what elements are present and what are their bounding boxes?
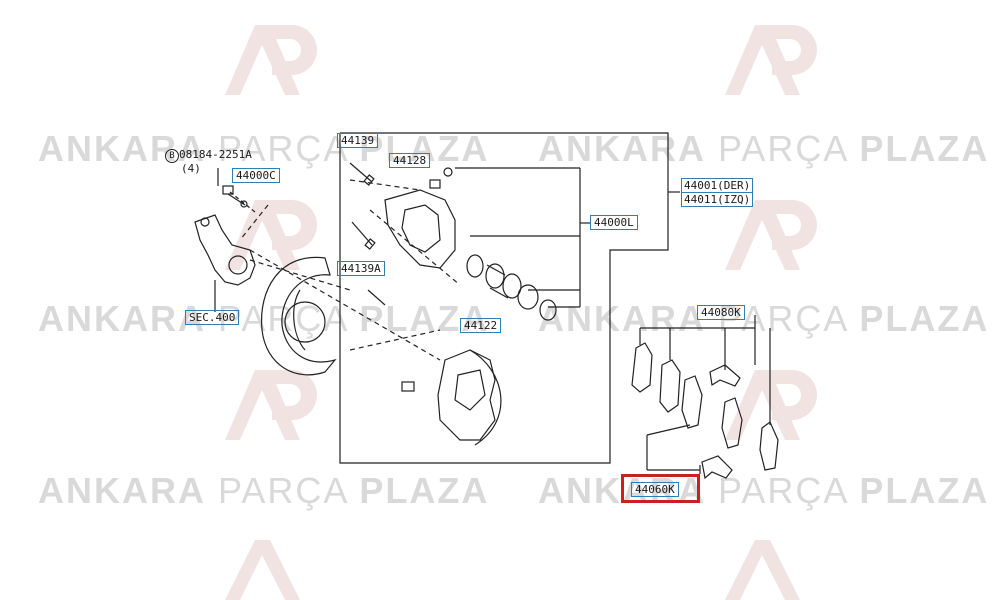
label-44011: 44011(IZQ): [680, 192, 754, 207]
watermark-text: ANKARA PARÇA PLAZA: [538, 128, 990, 169]
label-bolt-qty: (4): [181, 162, 201, 175]
label-sec400: SEC.400: [185, 310, 240, 325]
dust-shield-icon: [260, 256, 337, 376]
watermark-logo-icon: [725, 200, 817, 270]
label-44139a: 44139A: [337, 261, 385, 276]
caliper-support-icon: [401, 349, 502, 446]
watermark-text: ANKARA PARÇA PLAZA: [38, 470, 490, 511]
assembly-frame: [339, 132, 669, 464]
watermark-text: ANKARA PARÇA PLAZA: [538, 470, 990, 511]
watermark-text: ANKARA PARÇA PLAZA: [38, 128, 490, 169]
watermark-logo-icon: [225, 370, 317, 440]
watermark-text: ANKARA PARÇA PLAZA: [538, 298, 990, 339]
brake-pad-icon: [631, 342, 779, 480]
label-44000c: 44000C: [232, 168, 280, 183]
label-44122: 44122: [460, 318, 502, 333]
piston-icon: [466, 254, 557, 321]
label-44000l: 44000L: [590, 215, 638, 230]
bolt-circle-icon: B: [165, 149, 179, 163]
watermark-logo-icon: [725, 370, 817, 440]
label-44001: 44001(DER): [680, 178, 754, 193]
watermark-logo-icon: [225, 25, 317, 95]
caliper-body-icon: [384, 167, 456, 269]
label-44060k: 44060K: [631, 482, 679, 497]
label-44080k: 44080K: [697, 305, 745, 320]
label-44128: 44128: [389, 153, 431, 168]
watermark-logo-icon: [225, 540, 300, 600]
highlight-44060k: [621, 474, 700, 503]
guide-pin-icon: [349, 162, 386, 306]
label-44139: 44139: [337, 133, 379, 148]
bolt-icon: [217, 168, 256, 213]
watermark-logo-icon: [725, 25, 817, 95]
watermark-logo-icon: [725, 540, 800, 600]
watermark-logo-icon: [225, 200, 317, 270]
steering-knuckle-icon: [194, 214, 256, 312]
